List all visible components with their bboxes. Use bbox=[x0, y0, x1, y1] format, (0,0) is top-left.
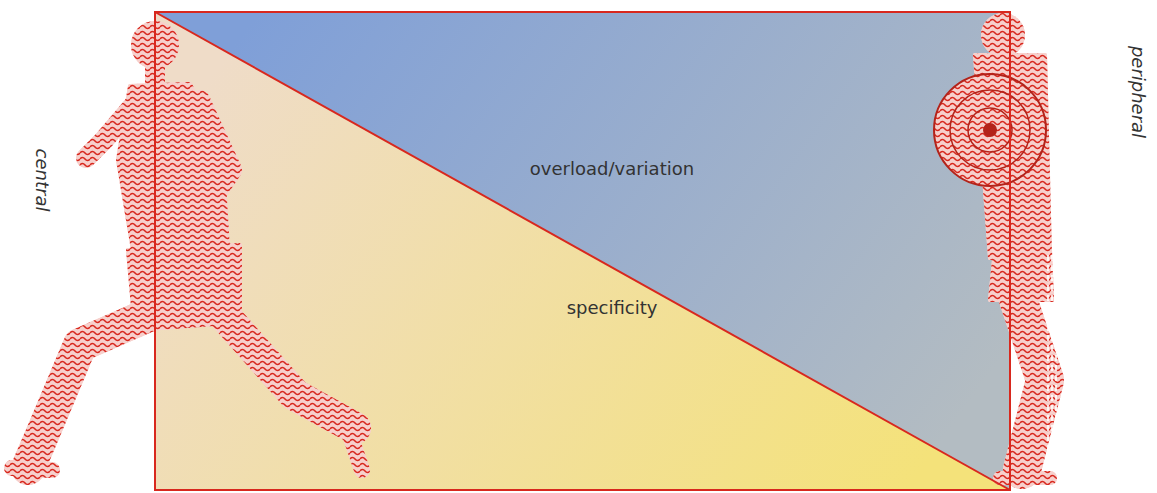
axis-label: peripheral bbox=[1128, 46, 1149, 138]
region-label: specificity bbox=[567, 297, 658, 318]
axis-label: central bbox=[32, 149, 53, 212]
region-label: overload/variation bbox=[530, 158, 694, 179]
